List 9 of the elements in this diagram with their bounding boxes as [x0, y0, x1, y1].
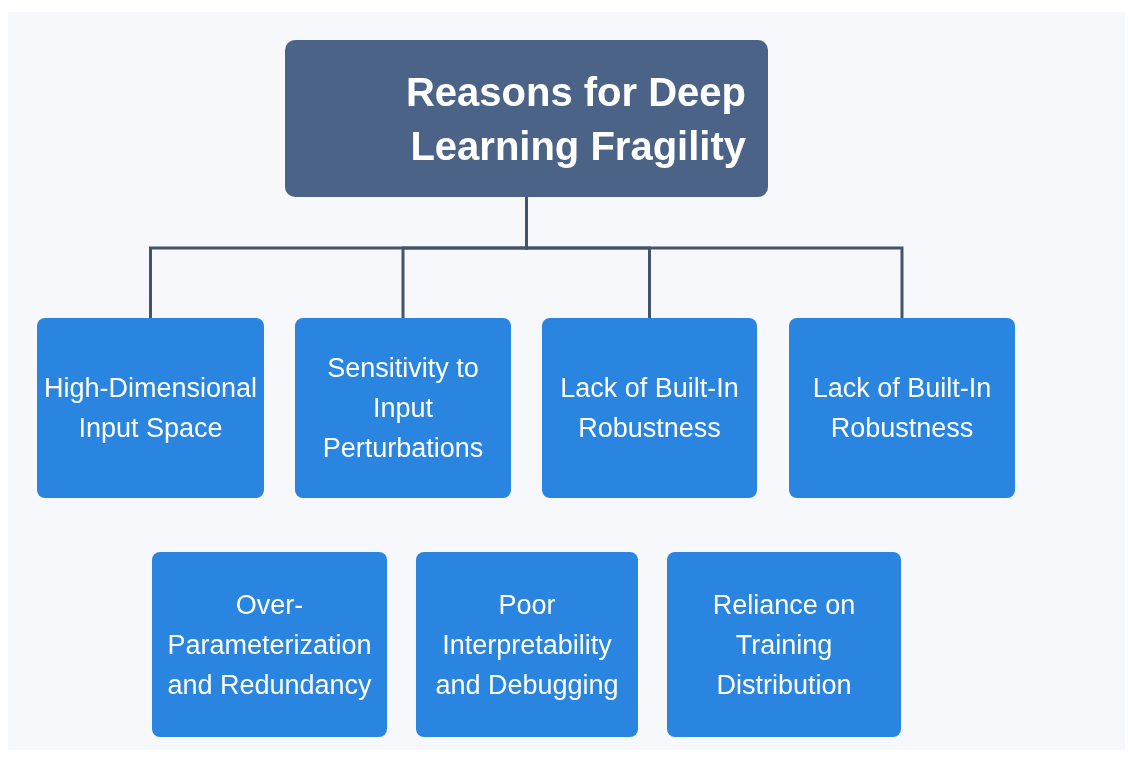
reason-box: Reliance on Training Distribution — [667, 552, 901, 737]
reason-box: Sensitivity to Input Perturbations — [295, 318, 511, 498]
reason-box: High-Dimensional Input Space — [37, 318, 264, 498]
title-box: Reasons for Deep Learning Fragility — [285, 40, 768, 197]
reason-box: Poor Interpretability and Debugging — [416, 552, 638, 737]
reason-box: Over-Parameterization and Redundancy — [152, 552, 387, 737]
connector-line — [525, 197, 904, 318]
reason-box: Lack of Built-In Robustness — [542, 318, 757, 498]
reason-box: Lack of Built-In Robustness — [789, 318, 1015, 498]
